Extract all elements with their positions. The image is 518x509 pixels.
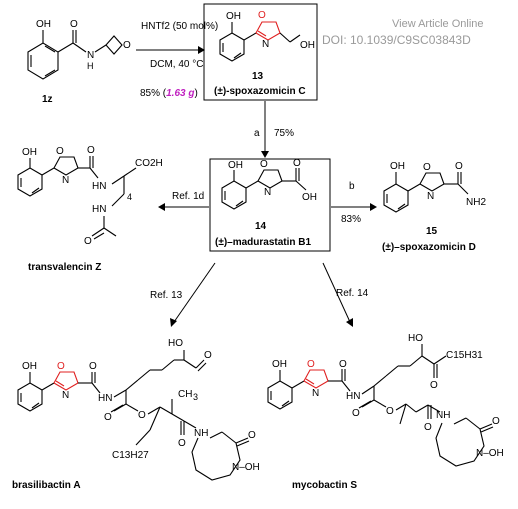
ref-13: Ref. 13 <box>150 290 183 301</box>
mycobactin-structure: OH O N O HN HO O C15H31 O O <box>267 333 504 467</box>
atom-oh-15: OH <box>390 161 405 172</box>
step-a-label: a <box>254 128 260 139</box>
atom-n-13: N <box>262 39 269 50</box>
atom-oh-13: OH <box>226 11 241 22</box>
compound-13-name: (±)-spoxazomicin C <box>214 86 306 97</box>
atom-ho-ms: HO <box>408 333 423 344</box>
arrow-14-to-brasilibactin <box>173 262 216 323</box>
atom-o-acid-14: O <box>293 158 301 169</box>
atom-nh-ms: NH <box>436 410 450 421</box>
atom-o-15: O <box>423 162 431 173</box>
ref-1d: Ref. 1d <box>172 191 204 202</box>
atom-o2-ba: O <box>89 361 97 372</box>
atom-co2h-tz: CO2H <box>135 158 163 169</box>
atom-o2-15: O <box>455 161 463 172</box>
atom-h-1z: H <box>87 61 94 71</box>
reagent-hntf2: HNTf2 (50 mol%) <box>141 21 218 32</box>
atom-hn-ms: HN <box>346 391 360 402</box>
atom-o7-ba: O <box>248 430 256 441</box>
atom-o6-ba: O <box>178 438 186 449</box>
step-b-yield: 83% <box>341 214 361 225</box>
compound-14-number: 14 <box>255 221 267 232</box>
methyl-sub-ba: 3 <box>193 392 198 402</box>
atom-o4-ms: O <box>352 408 360 419</box>
atom-noh-ms: N–OH <box>476 448 504 459</box>
atom-n-14: N <box>264 187 271 198</box>
atom-o6-ms: O <box>424 422 432 433</box>
atom-o-1z: O <box>70 19 78 30</box>
brasilibactin-structure: OH O N O HN HO O O O CH 3 <box>17 338 260 481</box>
subscript-4-tz: 4 <box>127 192 132 202</box>
atom-n-15: N <box>427 191 434 202</box>
atom-ho-ba: HO <box>168 338 183 349</box>
atom-o4-ba: O <box>104 412 112 423</box>
atom-oh-tz: OH <box>22 147 37 158</box>
atom-nh2-15: NH2 <box>466 197 486 208</box>
atom-o2-ms: O <box>339 359 347 370</box>
atom-hn2-tz: HN <box>92 204 106 215</box>
yield-1z-13: 85% (1.63 g) <box>140 88 198 99</box>
mycobactin-name: mycobactin S <box>292 480 357 491</box>
atom-oh-ms: OH <box>272 359 287 370</box>
atom-o3-ba: O <box>204 350 212 361</box>
compound-15-name: (±)–spoxazomicin D <box>382 242 476 253</box>
ref-14: Ref. 14 <box>336 288 369 299</box>
atom-o2-tz: O <box>87 145 95 156</box>
arrow-14-to-mycobactin <box>322 262 351 323</box>
atom-nh-ba: NH <box>194 428 208 439</box>
atom-c15h31-ms: C15H31 <box>446 350 483 361</box>
step-b-label: b <box>349 181 355 192</box>
atom-hn-tz: HN <box>92 181 106 192</box>
compound-1z-structure: OH O N H O <box>27 19 131 80</box>
atom-noh-ba: N–OH <box>232 462 260 473</box>
atom-oh-ba: OH <box>22 361 37 372</box>
transvalencin-name: transvalencin Z <box>28 262 101 273</box>
atom-o7-ms: O <box>492 416 500 427</box>
compound-13-structure: OH O N OH <box>219 10 315 62</box>
step-a-yield: 75% <box>274 128 294 139</box>
compound-14-name: (±)–madurastatin B1 <box>215 237 312 248</box>
atom-hn-ba: HN <box>98 393 112 404</box>
brasilibactin-name: brasilibactin A <box>12 480 81 491</box>
atom-n-ba: N <box>62 390 69 401</box>
watermark-line2: DOI: 10.1039/C9SC03843D <box>322 33 471 47</box>
compound-14-box <box>209 158 331 252</box>
methyl-ch3-ba: CH <box>178 389 192 400</box>
atom-n-tz: N <box>62 175 69 186</box>
atom-o-oxazoline-ms: O <box>307 359 315 370</box>
compound-13-number: 13 <box>252 71 264 82</box>
atom-o-oxetane: O <box>123 40 131 51</box>
compound-14-structure: OH O N O OH <box>221 158 317 210</box>
compound-13-box <box>203 3 318 101</box>
atom-oh-1z: OH <box>36 19 51 30</box>
watermark-line1: View Article Online <box>392 18 484 30</box>
atom-oh-acid-14: OH <box>302 192 317 203</box>
atom-o3-ms: O <box>430 380 438 391</box>
atom-n-ms: N <box>312 388 319 399</box>
atom-o5-ba: O <box>138 410 146 421</box>
atom-o3-tz: O <box>84 236 92 247</box>
atom-o-tz: O <box>56 146 64 157</box>
atom-c13h27-ba: C13H27 <box>112 450 149 461</box>
atom-oh-13b: OH <box>300 40 315 51</box>
atom-o-oxazoline-ba: O <box>57 361 65 372</box>
transvalencin-structure: OH O N O HN CO2H 4 HN O <box>17 145 163 247</box>
compound-1z-number: 1z <box>42 94 53 105</box>
atom-o-oxazoline-14: O <box>260 159 268 170</box>
atom-n-1z: N <box>87 50 94 61</box>
atom-oh-14: OH <box>228 160 243 171</box>
conditions-dcm: DCM, 40 °C <box>150 59 203 70</box>
compound-15-structure: OH O N O NH2 <box>383 161 486 213</box>
atom-o-oxazoline-13: O <box>258 10 266 21</box>
compound-15-number: 15 <box>426 226 438 237</box>
atom-o5-ms: O <box>386 406 394 417</box>
